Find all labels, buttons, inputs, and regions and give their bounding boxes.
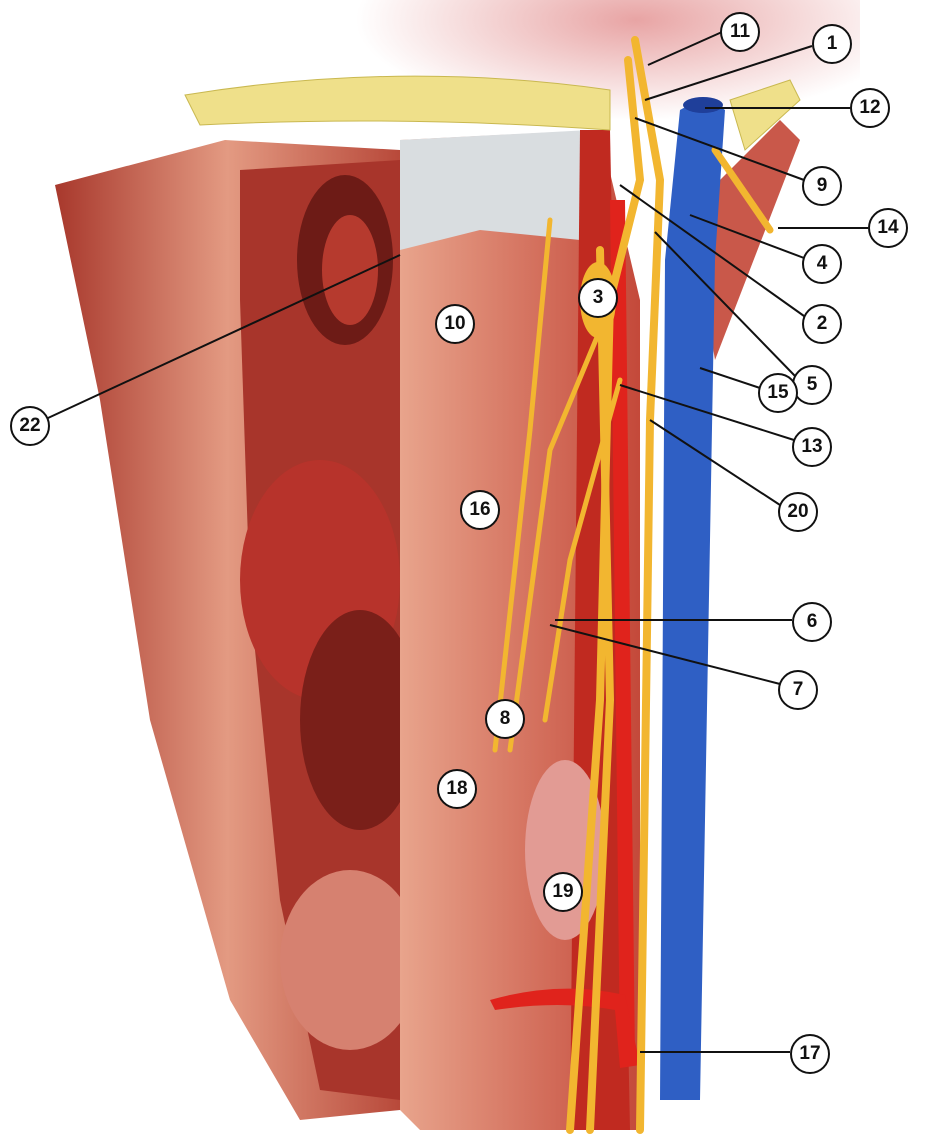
label-3: 3 <box>578 278 618 318</box>
label-18: 18 <box>437 769 477 809</box>
epiglottis <box>280 870 420 1050</box>
label-16: 16 <box>460 490 500 530</box>
label-2: 2 <box>802 304 842 344</box>
internal-carotid-artery <box>610 200 635 1060</box>
label-15: 15 <box>758 373 798 413</box>
vein-lumen <box>683 97 723 113</box>
pharyngeal-branch <box>507 327 603 753</box>
label-4: 4 <box>802 244 842 284</box>
label-5: 5 <box>792 365 832 405</box>
label-19: 19 <box>543 872 583 912</box>
leader-lines <box>47 31 868 1053</box>
pharyngeal-branch <box>492 217 553 753</box>
label-22: 22 <box>10 406 50 446</box>
oropharynx <box>300 610 420 830</box>
pharyngeal-branch <box>542 377 623 723</box>
petrous-bone <box>729 79 801 151</box>
label-7: 7 <box>778 670 818 710</box>
accessory-nerve <box>711 146 774 234</box>
concha <box>322 215 378 325</box>
label-13: 13 <box>792 427 832 467</box>
internal-jugular-vein <box>660 102 725 1100</box>
sympathetic-trunk <box>586 246 615 1134</box>
label-6: 6 <box>792 602 832 642</box>
label-17: 17 <box>790 1034 830 1074</box>
external-carotid-branch <box>490 988 640 1068</box>
label-12: 12 <box>850 88 890 128</box>
styloid-muscle <box>690 120 800 360</box>
label-8: 8 <box>485 699 525 739</box>
label-14: 14 <box>868 208 908 248</box>
label-11: 11 <box>720 12 760 52</box>
label-20: 20 <box>778 492 818 532</box>
label-9: 9 <box>802 166 842 206</box>
label-1: 1 <box>812 24 852 64</box>
vagus-nerve <box>631 36 665 1134</box>
label-10: 10 <box>435 304 475 344</box>
pharyngobasilar-fascia <box>400 130 590 250</box>
skull-base-bone <box>184 75 611 131</box>
